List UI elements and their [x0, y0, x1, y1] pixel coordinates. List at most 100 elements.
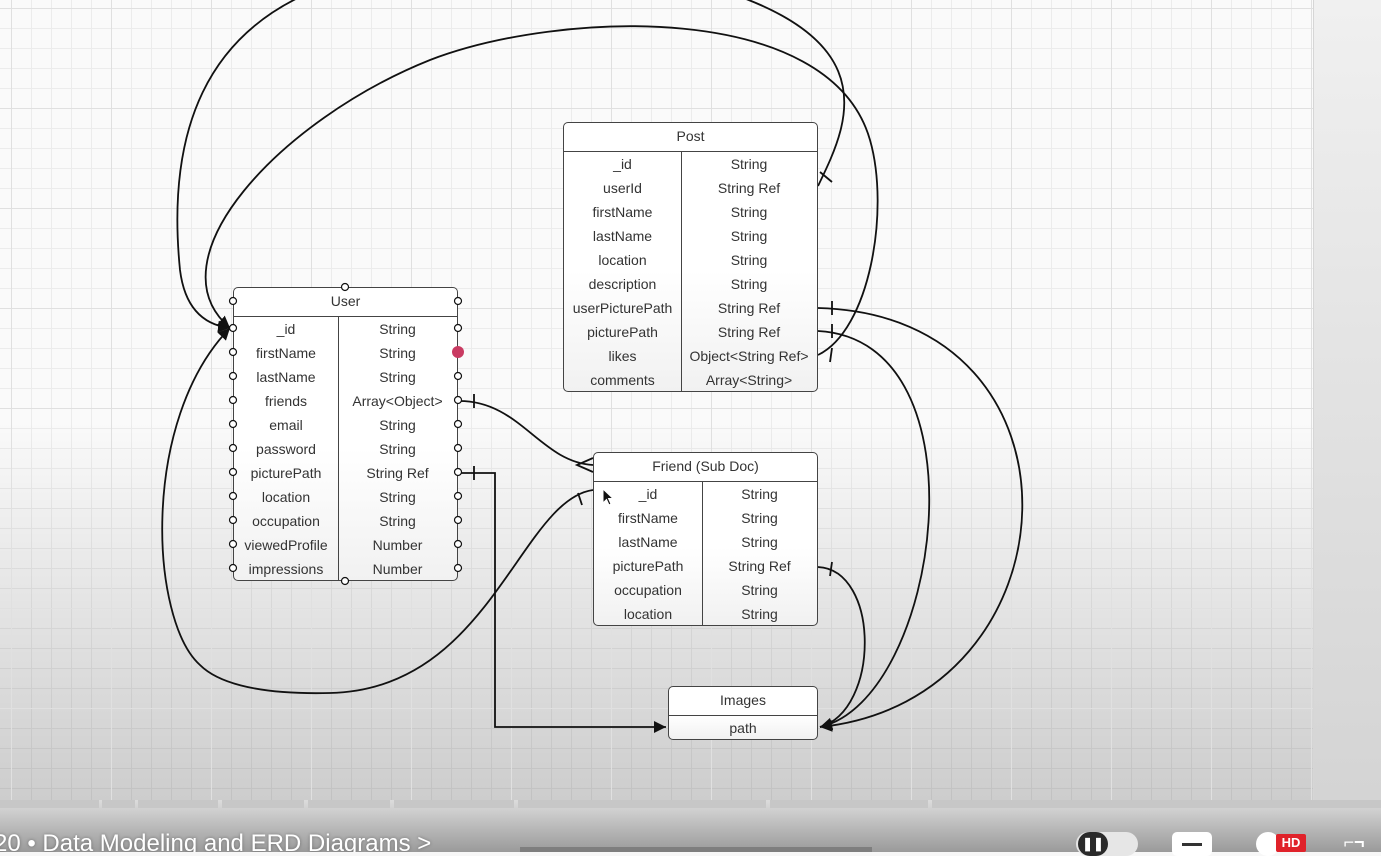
subtitles-icon[interactable]: [1172, 832, 1212, 856]
field-type: Number: [372, 537, 423, 553]
connection-handle[interactable]: [340, 282, 350, 292]
connection-handle[interactable]: [228, 419, 238, 429]
connection-handle[interactable]: [453, 563, 463, 573]
chapter-segment[interactable]: [394, 800, 514, 808]
table-row[interactable]: location String: [594, 602, 817, 625]
connection-handle[interactable]: [453, 296, 463, 306]
connection-handle[interactable]: [453, 491, 463, 501]
chapter-segment[interactable]: [770, 800, 928, 808]
chapter-segment[interactable]: [518, 800, 766, 808]
table-row[interactable]: userId String Ref: [564, 176, 817, 200]
chapter-segment[interactable]: [0, 800, 99, 808]
connection-handle[interactable]: [453, 467, 463, 477]
entity-title: Friend (Sub Doc): [594, 453, 817, 482]
connection-handle[interactable]: [228, 539, 238, 549]
connection-handle[interactable]: [228, 563, 238, 573]
connection-handle[interactable]: [453, 539, 463, 549]
field-type: String Ref: [728, 558, 791, 574]
connection-handle[interactable]: [228, 323, 238, 333]
entity-images[interactable]: Images path: [668, 686, 818, 740]
connection-handle[interactable]: [228, 296, 238, 306]
field-name: userPicturePath: [572, 300, 673, 316]
table-row[interactable]: email String: [234, 413, 457, 437]
chapter-segment[interactable]: [222, 800, 304, 808]
field-type: Number: [372, 561, 423, 577]
field-type: String: [730, 156, 768, 172]
field-type: String Ref: [366, 465, 429, 481]
chapter-segment[interactable]: [138, 800, 218, 808]
field-name: userId: [603, 180, 642, 196]
field-name: location: [623, 606, 673, 622]
field-name: firstName: [256, 345, 316, 361]
connection-handle[interactable]: [228, 491, 238, 501]
mouse-cursor-icon: [602, 488, 615, 506]
chapter-segment[interactable]: [102, 800, 135, 808]
table-row[interactable]: firstName String: [234, 341, 457, 365]
field-type: String: [741, 582, 778, 598]
connection-handle[interactable]: [228, 347, 238, 357]
connection-handle[interactable]: [228, 467, 238, 477]
chapter-segment[interactable]: [932, 800, 1381, 808]
connection-handle[interactable]: [340, 576, 350, 586]
connection-handle[interactable]: [228, 371, 238, 381]
field-type: String: [379, 417, 416, 433]
connection-handle[interactable]: [453, 419, 463, 429]
table-row[interactable]: path: [669, 716, 817, 739]
diagram-canvas[interactable]: [0, 0, 1313, 800]
connection-handle[interactable]: [228, 515, 238, 525]
connection-handle[interactable]: [228, 395, 238, 405]
field-type: String Ref: [717, 180, 781, 196]
exit-fullscreen-icon[interactable]: ⌐¬: [1343, 832, 1365, 852]
field-name: password: [256, 441, 316, 457]
field-type: String: [741, 486, 778, 502]
connection-handle[interactable]: [453, 371, 463, 381]
field-name: location: [598, 252, 647, 268]
connection-handle[interactable]: [228, 443, 238, 453]
field-name: firstName: [592, 204, 653, 220]
field-type: String: [741, 534, 778, 550]
field-name: path: [729, 720, 757, 736]
chapter-segment[interactable]: [308, 800, 390, 808]
video-chapter-title[interactable]: 20 • Data Modeling and ERD Diagrams >: [0, 830, 432, 852]
connection-handle[interactable]: [453, 443, 463, 453]
chapter-progress-track[interactable]: [0, 800, 1381, 808]
field-type: String: [379, 489, 416, 505]
connection-handle[interactable]: [453, 395, 463, 405]
field-name: lastName: [592, 228, 653, 244]
field-name: _id: [276, 321, 296, 337]
connection-handle[interactable]: [453, 515, 463, 525]
field-name: email: [269, 417, 303, 433]
scrub-indicator[interactable]: [520, 847, 872, 852]
connection-handle-active[interactable]: [452, 346, 464, 358]
field-type: String: [741, 606, 778, 622]
pause-icon[interactable]: ❚❚: [1078, 832, 1108, 856]
field-type: String: [379, 369, 416, 385]
field-type: String: [379, 345, 416, 361]
connection-handle[interactable]: [453, 323, 463, 333]
